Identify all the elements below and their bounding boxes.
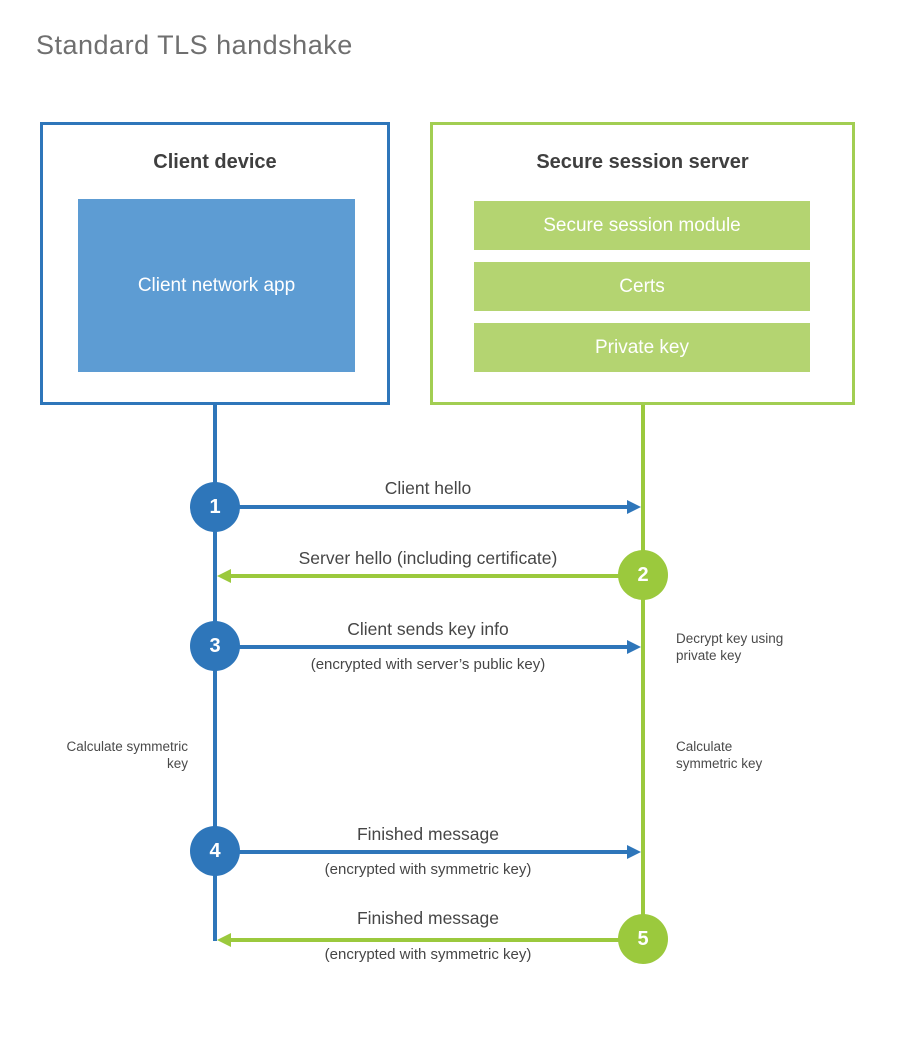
sublabel-finished-client: (encrypted with symmetric key) (324, 861, 532, 878)
label-client-key-info: Client sends key info (347, 619, 509, 639)
note-decrypt-key: Decrypt key using private key (676, 631, 784, 663)
arrowhead-client-hello (627, 500, 641, 514)
page-title: Standard TLS handshake (36, 30, 353, 60)
server-module-secure-session-module: Secure session module (474, 201, 810, 250)
client-device-title: Client device (153, 151, 277, 173)
client-network-app-box: Client network app (78, 199, 355, 372)
note-calculate-symmetric-key-client: Calculate symmetric key (66, 739, 188, 771)
step-badge-1: 1 (190, 482, 240, 532)
secure-session-server-box: Secure session server Secure session mod… (430, 122, 855, 405)
client-device-box: Client device Client network app (40, 122, 390, 405)
label-finished-client: Finished message (356, 824, 500, 844)
arrow-client-hello (215, 505, 627, 509)
sublabel-finished-server: (encrypted with symmetric key) (324, 946, 532, 963)
arrow-server-hello (231, 574, 643, 578)
arrowhead-client-key-info (627, 640, 641, 654)
secure-session-server-title: Secure session server (536, 151, 749, 173)
arrow-finished-client (215, 850, 627, 854)
server-module-certs: Certs (474, 262, 810, 311)
sublabel-client-key-info: (encrypted with server’s public key) (310, 656, 546, 673)
step-badge-3: 3 (190, 621, 240, 671)
label-client-hello: Client hello (384, 478, 472, 498)
client-network-app-label: Client network app (137, 274, 296, 296)
server-module-private-key: Private key (474, 323, 810, 372)
label-finished-server: Finished message (356, 908, 500, 928)
arrow-finished-server (231, 938, 643, 942)
arrowhead-server-hello (217, 569, 231, 583)
step-badge-4: 4 (190, 826, 240, 876)
arrowhead-finished-client (627, 845, 641, 859)
server-lifeline (641, 405, 645, 940)
label-server-hello: Server hello (including certificate) (298, 548, 558, 568)
client-lifeline (213, 405, 217, 941)
arrowhead-finished-server (217, 933, 231, 947)
step-badge-2: 2 (618, 550, 668, 600)
step-badge-5: 5 (618, 914, 668, 964)
note-calculate-symmetric-key-server: Calculate symmetric key (676, 739, 763, 771)
arrow-client-key-info (215, 645, 627, 649)
